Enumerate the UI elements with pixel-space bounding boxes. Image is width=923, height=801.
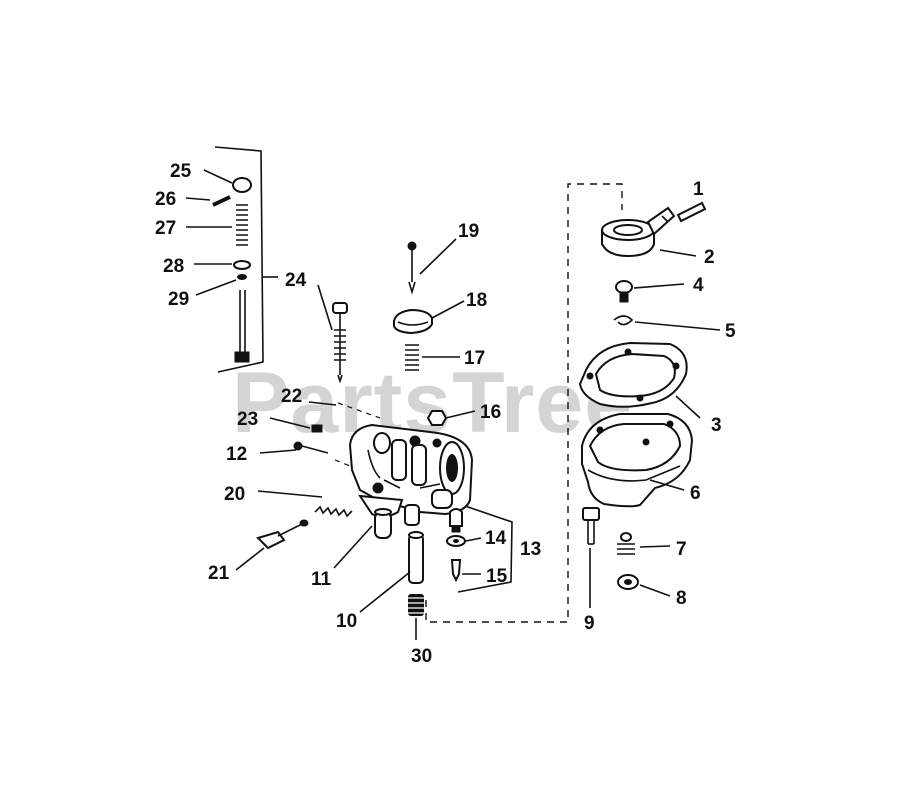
label-11: 11 xyxy=(311,569,332,590)
label-23: 23 xyxy=(237,409,258,430)
label-25: 25 xyxy=(170,161,192,182)
leader-lines xyxy=(185,169,721,640)
part-6-bowl[interactable] xyxy=(581,413,694,508)
part-1-pin[interactable] xyxy=(676,201,707,223)
part-9-bolt[interactable] xyxy=(582,507,600,545)
left-shaft[interactable] xyxy=(234,290,250,363)
part-12-screw[interactable] xyxy=(293,441,329,454)
part-10-tube[interactable] xyxy=(408,531,424,584)
label-29: 29 xyxy=(168,289,189,310)
label-13: 13 xyxy=(520,539,541,560)
part-20-spring[interactable] xyxy=(314,505,353,518)
label-15: 15 xyxy=(486,566,508,587)
part-14-washer[interactable] xyxy=(446,535,466,547)
part-13-group-bracket xyxy=(457,505,513,593)
label-21: 21 xyxy=(208,563,230,584)
part-7-spring[interactable] xyxy=(617,532,635,555)
part-29-ring[interactable] xyxy=(237,274,247,280)
part-21-lever[interactable] xyxy=(256,519,309,550)
label-28: 28 xyxy=(163,256,184,277)
part-2-float-chamber[interactable] xyxy=(601,206,676,258)
part-30-spring[interactable] xyxy=(408,594,424,616)
label-17: 17 xyxy=(464,348,485,369)
dashed-connector xyxy=(425,183,623,623)
label-7: 7 xyxy=(676,539,687,560)
label-9: 9 xyxy=(584,613,595,634)
label-16: 16 xyxy=(480,402,501,423)
label-18: 18 xyxy=(466,290,487,311)
part-15-needle-valve[interactable] xyxy=(450,559,462,583)
label-3: 3 xyxy=(711,415,722,436)
part-5-clip[interactable] xyxy=(613,315,634,326)
part-27-spring[interactable] xyxy=(236,204,248,246)
part-3-gasket[interactable] xyxy=(578,341,688,408)
label-27: 27 xyxy=(155,218,176,239)
label-24: 24 xyxy=(285,270,307,291)
label-1: 1 xyxy=(693,179,704,200)
label-2: 2 xyxy=(704,247,715,268)
part-18-knob[interactable] xyxy=(393,308,433,335)
part-13-seat[interactable] xyxy=(449,508,463,533)
part-4-valve[interactable] xyxy=(615,280,633,303)
part-number-labels: 25 26 27 28 29 24 19 18 17 16 22 23 12 2… xyxy=(155,161,736,667)
part-16-nut[interactable] xyxy=(426,410,448,426)
part-25-cap[interactable] xyxy=(232,177,252,193)
left-bracket xyxy=(214,146,264,373)
label-22: 22 xyxy=(281,386,302,407)
part-23-screw[interactable] xyxy=(311,424,323,433)
label-6: 6 xyxy=(690,483,701,504)
label-10: 10 xyxy=(336,611,357,632)
label-5: 5 xyxy=(725,321,736,342)
part-11-carburetor-body[interactable] xyxy=(348,423,474,539)
label-4: 4 xyxy=(693,275,704,296)
label-20: 20 xyxy=(224,484,245,505)
part-17-spring[interactable] xyxy=(405,344,419,371)
part-24-idle-screw[interactable] xyxy=(332,302,348,384)
part-26-pin[interactable] xyxy=(212,195,231,207)
part-8-washer[interactable] xyxy=(617,574,639,590)
part-28-washer[interactable] xyxy=(233,260,251,270)
label-26: 26 xyxy=(155,189,176,210)
label-12: 12 xyxy=(226,444,247,465)
label-30: 30 xyxy=(411,646,432,667)
part-19-needle[interactable] xyxy=(407,241,417,295)
label-14: 14 xyxy=(485,528,507,549)
label-8: 8 xyxy=(676,588,687,609)
label-19: 19 xyxy=(458,221,479,242)
